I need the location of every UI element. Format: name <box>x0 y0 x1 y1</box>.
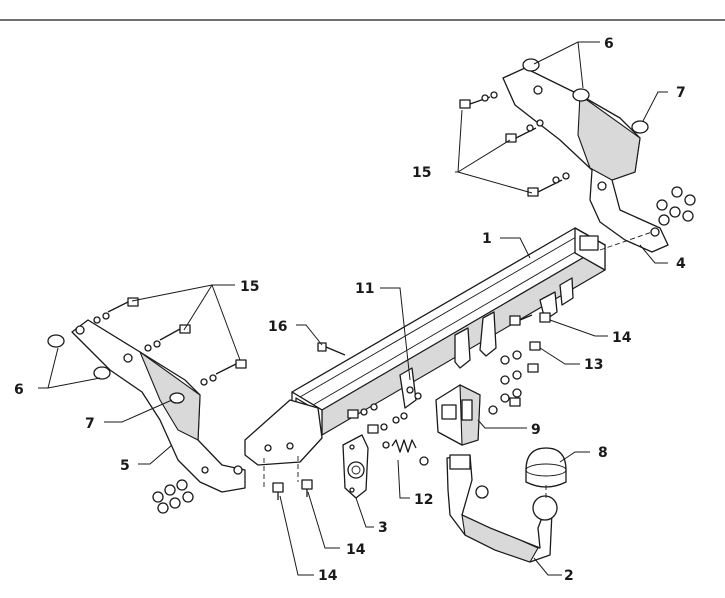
callout-15-upper: 15 <box>412 165 431 181</box>
left-beam-plate <box>244 399 323 490</box>
bolt-16 <box>317 342 346 356</box>
callout-1: 1 <box>482 231 492 247</box>
callout-8: 8 <box>598 445 608 461</box>
bolt-stack-11 <box>347 386 422 434</box>
beam-brackets <box>399 277 574 409</box>
callout-9: 9 <box>531 422 541 438</box>
nut-cluster-left <box>152 479 194 514</box>
callout-4: 4 <box>676 256 686 272</box>
tow-ball-cap <box>525 447 567 498</box>
nut-cluster-right <box>656 186 696 226</box>
bolts-14-lower <box>272 479 313 500</box>
callout-2: 2 <box>564 568 574 584</box>
callout-14-bottom: 14 <box>318 568 338 584</box>
callout-13: 13 <box>584 357 603 373</box>
callout-14-right: 14 <box>612 330 632 346</box>
callout-12: 12 <box>414 492 433 508</box>
callout-6-left: 6 <box>14 382 24 398</box>
callout-14-middle: 14 <box>346 542 366 558</box>
bolts-right <box>459 91 570 197</box>
socket-plate <box>342 434 369 499</box>
callout-11: 11 <box>355 281 374 297</box>
callout-labels: 6 7 15 1 4 15 11 16 14 13 6 7 9 8 5 12 3… <box>14 36 686 584</box>
callout-7-right: 7 <box>676 85 686 101</box>
callout-7-left: 7 <box>85 416 95 432</box>
bolt-stack-13 <box>488 341 541 415</box>
callout-15-left: 15 <box>240 279 259 295</box>
socket-housing <box>435 384 481 446</box>
bolts-14-upper <box>509 312 551 326</box>
spacer-bushings <box>47 58 649 404</box>
callout-3: 3 <box>378 520 388 536</box>
callout-16: 16 <box>268 319 287 335</box>
callout-5: 5 <box>120 458 130 474</box>
spring-fastener <box>382 439 429 466</box>
callout-6-upper: 6 <box>604 36 614 52</box>
leader-lines <box>38 41 668 576</box>
tow-ball-neck <box>446 454 558 563</box>
right-side-bracket <box>502 67 669 253</box>
